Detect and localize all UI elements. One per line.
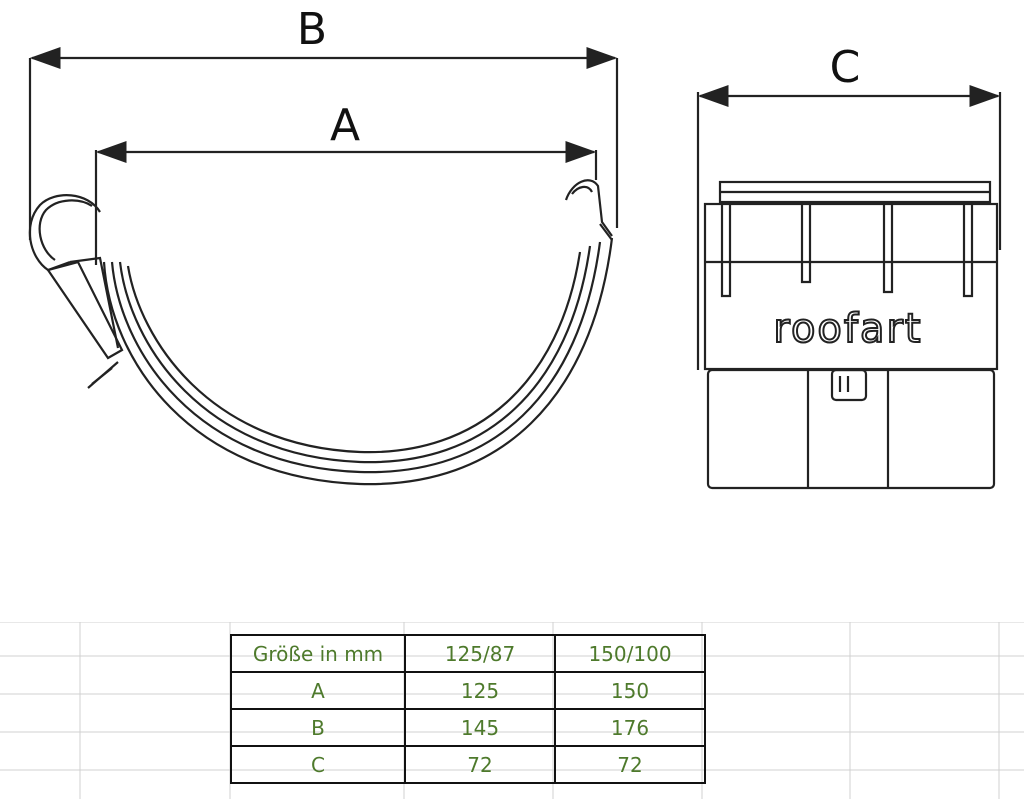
dimension-a: A [94, 100, 598, 265]
table-row: C 72 72 [230, 745, 706, 784]
table-header-cell: Größe in mm [230, 634, 406, 673]
table-cell: A [230, 671, 406, 710]
table-cell: 72 [554, 745, 706, 784]
brand-embossing: roofart [773, 306, 922, 352]
table-cell: 150 [554, 671, 706, 710]
dimension-c-label: C [830, 42, 861, 93]
table-cell: 176 [554, 708, 706, 747]
table-header-cell: 150/100 [554, 634, 706, 673]
table-cell: 72 [404, 745, 556, 784]
table-cell: 145 [404, 708, 556, 747]
dimension-a-label: A [330, 100, 360, 151]
table-header-row: Größe in mm 125/87 150/100 [230, 634, 706, 673]
gutter-profile-view: B A [28, 4, 619, 486]
table-cell: 125 [404, 671, 556, 710]
dimensions-table: Größe in mm 125/87 150/100 A 125 150 B 1… [230, 634, 706, 784]
gutter-front-view: C roofart [696, 42, 1002, 490]
table-cell: B [230, 708, 406, 747]
dimension-b: B [28, 4, 619, 240]
table-header-cell: 125/87 [404, 634, 556, 673]
table-row: B 145 176 [230, 708, 706, 747]
dimension-c: C [696, 42, 1002, 370]
table-cell: C [230, 745, 406, 784]
dimension-b-label: B [297, 4, 327, 55]
table-row: A 125 150 [230, 671, 706, 710]
technical-drawing: B A C [28, 4, 1002, 490]
